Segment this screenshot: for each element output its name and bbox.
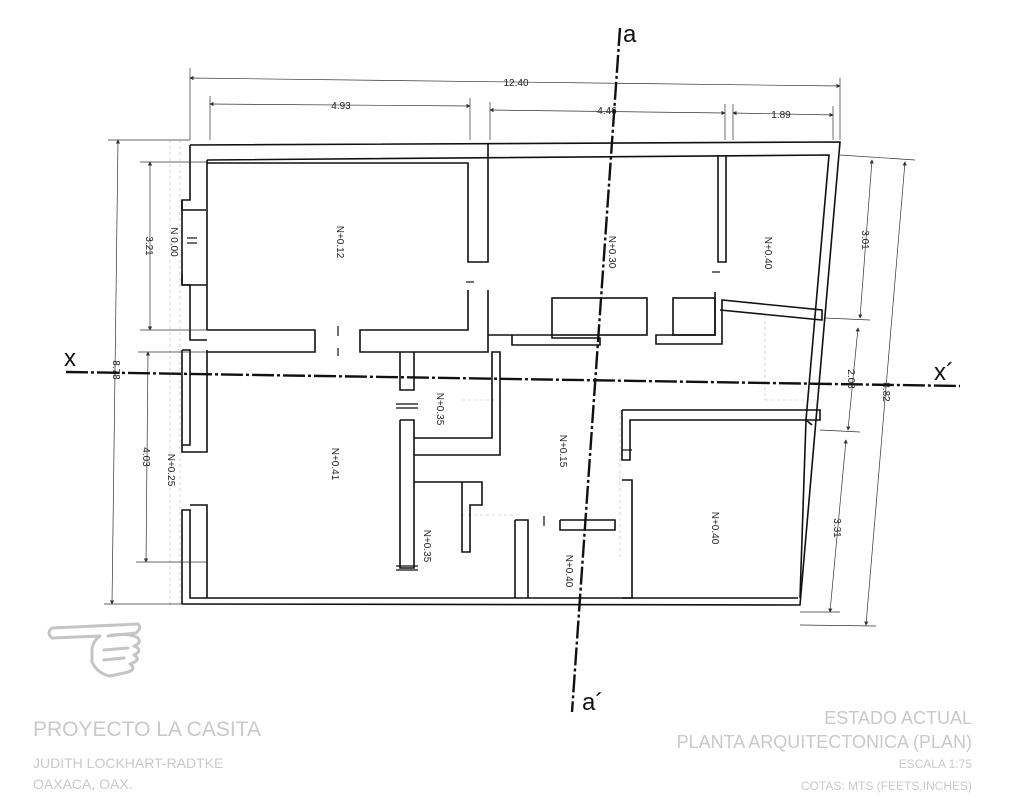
- drawing-title: PLANTA ARQUITECTONICA (PLAN): [676, 732, 972, 752]
- pointing-hand-icon: [47, 622, 142, 678]
- level-small-bottom: N+0.40: [563, 555, 574, 588]
- level-bottom-right: N+0.40: [709, 512, 720, 545]
- door-marks: [187, 237, 720, 571]
- dimension-labels: 12.40 4.93 4.46 1.89 8.78 3.21 4.03 8.82…: [110, 78, 891, 538]
- level-hall-upper: N+0.35: [434, 393, 445, 426]
- section-label-x-left: x: [64, 345, 76, 372]
- dim-right-total: 8.82: [880, 382, 891, 402]
- dim-room3-width: 1.89: [771, 110, 791, 121]
- section-line-x: [65, 370, 961, 388]
- drawing-scale: ESCALA 1:75: [898, 757, 972, 771]
- dim-left-lower: 4.03: [140, 447, 151, 467]
- level-hall-lower: N+0.35: [421, 530, 432, 563]
- dim-left-total: 8.78: [110, 360, 121, 380]
- interior-walls: [207, 143, 823, 599]
- dim-right-middle: 2.08: [845, 369, 856, 389]
- drawing-status: ESTADO ACTUAL: [824, 708, 972, 728]
- level-left-lower: N+0.25: [165, 454, 176, 487]
- section-labels: a a´ x x´: [64, 21, 954, 716]
- level-bottom-left: N+0.41: [329, 448, 340, 481]
- section-lines: [65, 27, 961, 713]
- dim-room2-width: 4.46: [597, 106, 617, 117]
- level-center: N+0.15: [557, 435, 568, 468]
- dim-left-upper: 3.21: [143, 236, 154, 256]
- project-title: PROYECTO LA CASITA: [33, 718, 261, 741]
- project-location: OAXACA, OAX.: [33, 776, 133, 792]
- dim-right-lower: 3.31: [831, 518, 842, 538]
- level-top-middle: N+0.30: [606, 236, 617, 269]
- level-left-upper: N 0.00: [168, 227, 179, 257]
- dim-room1-width: 4.93: [331, 101, 351, 112]
- construction-lines: [169, 140, 818, 605]
- level-top-right: N+0.40: [762, 237, 773, 270]
- level-top-left: N+0.12: [334, 226, 345, 259]
- section-label-x-right: x´: [934, 359, 954, 386]
- dimension-lines: [104, 68, 916, 627]
- exterior-walls: [181, 141, 841, 606]
- level-labels: N+0.12 N+0.30 N+0.40 N 0.00 N+0.25 N+0.4…: [165, 226, 773, 588]
- section-label-a-top: a: [623, 21, 637, 48]
- section-line-a: [570, 27, 622, 713]
- dim-total-width: 12.40: [503, 78, 528, 89]
- dimension-units: COTAS: MTS (FEETS,INCHES): [800, 779, 972, 793]
- dim-right-upper: 3.01: [859, 230, 870, 250]
- author-name: JUDITH LOCKHART-RADTKE: [33, 755, 224, 771]
- section-label-a-bottom: a´: [582, 689, 603, 716]
